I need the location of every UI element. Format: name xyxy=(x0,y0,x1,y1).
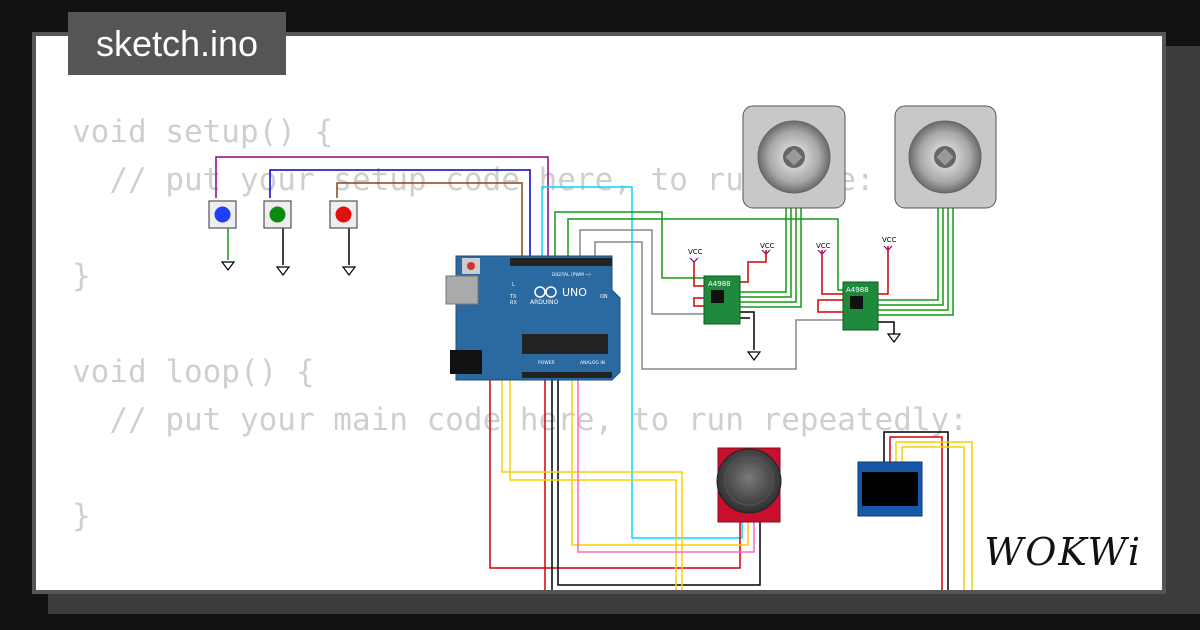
wire-purple xyxy=(215,156,549,262)
pushbutton-blue[interactable] xyxy=(208,200,237,229)
code-line: void loop() { xyxy=(72,354,315,390)
pushbutton-red[interactable] xyxy=(329,200,358,229)
ground-icon xyxy=(275,266,291,276)
wokwi-logo: WOKWi xyxy=(978,530,1148,574)
driver-label: A4988 xyxy=(846,286,869,294)
vcc-label: VCC xyxy=(760,242,775,250)
rx-label: RX xyxy=(510,300,517,306)
stepper-motor[interactable] xyxy=(742,105,846,209)
code-line: } xyxy=(72,258,91,294)
analog-label: ANALOG IN xyxy=(580,360,605,366)
on-led-label: ON xyxy=(600,294,608,300)
ground-icon xyxy=(341,266,357,276)
board-label: UNO xyxy=(562,286,587,299)
wire-cyan xyxy=(541,186,743,539)
wire-green xyxy=(567,218,846,291)
vcc-label: VCC xyxy=(816,242,831,250)
a4988-driver[interactable]: A4988 xyxy=(703,275,741,325)
arduino-uno-board[interactable]: UNO ARDUINO DIGITAL (PWM ~) POWER ANALOG… xyxy=(445,255,621,381)
ground-icon xyxy=(746,351,762,361)
board-brand: ARDUINO xyxy=(530,299,559,306)
wire-green xyxy=(554,211,708,279)
digital-label: DIGITAL (PWM ~) xyxy=(552,272,591,278)
wire-brown xyxy=(336,182,523,262)
code-line: void setup() { xyxy=(72,114,334,150)
wire-gray xyxy=(594,241,846,370)
l-led-label: L xyxy=(512,282,515,288)
vcc-label: VCC xyxy=(688,248,703,256)
a4988-driver[interactable]: A4988 xyxy=(842,281,879,331)
stepper-motor[interactable] xyxy=(894,105,997,209)
vcc-label: VCC xyxy=(882,236,897,244)
pushbutton-green[interactable] xyxy=(263,200,292,229)
power-label: POWER xyxy=(538,360,555,366)
oled-display[interactable] xyxy=(857,461,923,517)
tx-label: TX xyxy=(509,294,517,300)
ground-icon xyxy=(220,261,236,271)
code-line: } xyxy=(72,498,91,534)
ground-icon xyxy=(886,333,902,343)
analog-joystick[interactable] xyxy=(716,447,782,523)
driver-label: A4988 xyxy=(708,280,731,288)
file-name-tab: sketch.ino xyxy=(68,12,286,75)
wire-blue xyxy=(269,169,531,262)
